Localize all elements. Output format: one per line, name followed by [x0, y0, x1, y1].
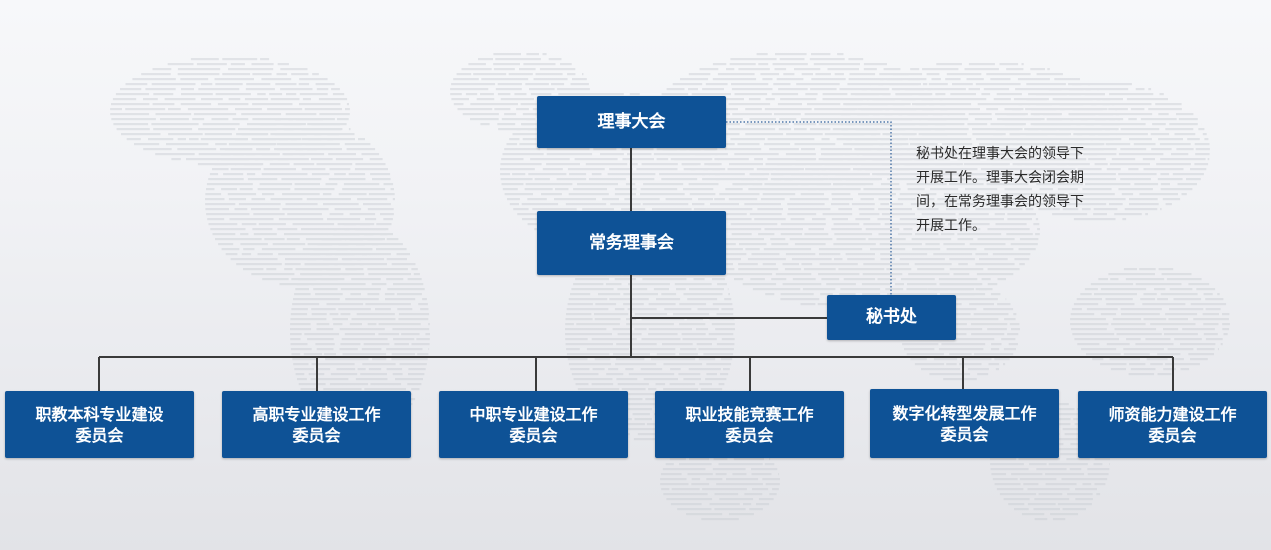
- node-committee-higher-vocational: 高职专业建设工作 委员会: [222, 391, 411, 458]
- node-committee-digital-transformation: 数字化转型发展工作 委员会: [870, 389, 1059, 458]
- dotted-connector-council-to-secretariat: [726, 121, 892, 296]
- secretariat-note: 秘书处在理事大会的领导下开展工作。理事大会闭会期间，在常务理事会的领导下开展工作…: [916, 146, 1084, 234]
- node-secretariat-label: 秘书处: [866, 307, 917, 327]
- node-committee-faculty-capacity: 师资能力建设工作 委员会: [1078, 391, 1267, 458]
- node-committee-secondary-vocational: 中职专业建设工作 委员会: [439, 391, 628, 458]
- node-committee-undergraduate: 职教本科专业建设 委员会: [5, 391, 194, 458]
- node-committee-label: 职教本科专业建设 委员会: [35, 404, 164, 445]
- node-committee-label: 职业技能竞赛工作 委员会: [685, 404, 814, 445]
- node-committee-label: 中职专业建设工作 委员会: [469, 404, 598, 445]
- node-council: 理事大会: [537, 96, 726, 148]
- node-standing-council-label: 常务理事会: [589, 232, 674, 253]
- node-committee-label: 师资能力建设工作 委员会: [1108, 404, 1237, 445]
- node-standing-council: 常务理事会: [537, 211, 726, 275]
- node-secretariat: 秘书处: [827, 295, 956, 340]
- node-committee-label: 数字化转型发展工作 委员会: [892, 403, 1037, 444]
- node-council-label: 理事大会: [597, 111, 666, 132]
- node-committee-skills-competition: 职业技能竞赛工作 委员会: [655, 391, 844, 458]
- node-committee-label: 高职专业建设工作 委员会: [252, 404, 381, 445]
